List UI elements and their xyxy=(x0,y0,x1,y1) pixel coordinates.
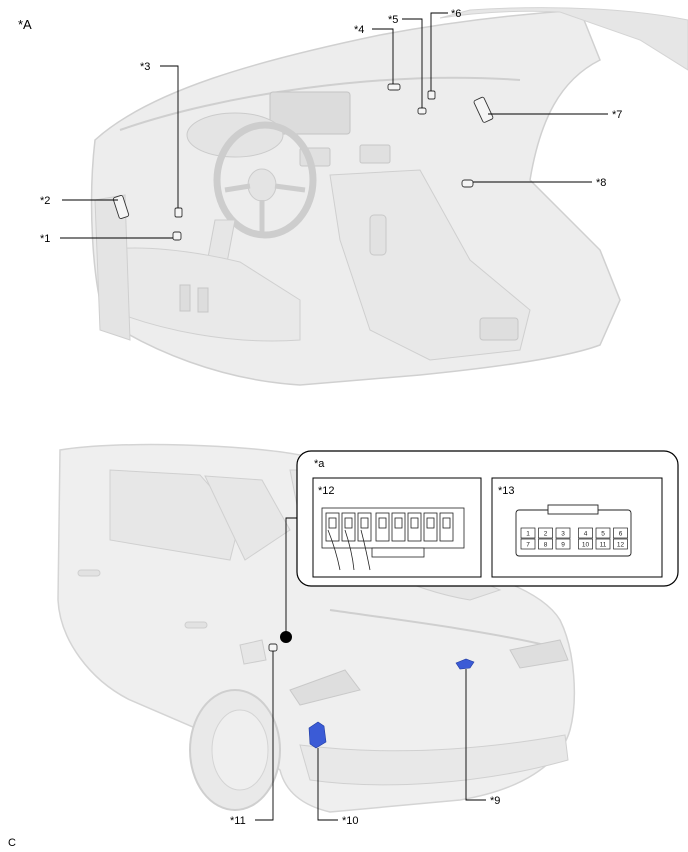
connector-13-pin-cell xyxy=(520,538,536,550)
connector-13-pin-cell xyxy=(613,527,628,539)
part-3 xyxy=(174,207,183,218)
connector-13-pin-number: 12 xyxy=(617,542,625,549)
part-5 xyxy=(417,107,427,115)
steering-wheel xyxy=(213,121,317,239)
part-4 xyxy=(387,83,401,91)
part-9 xyxy=(455,658,475,670)
part-11 xyxy=(268,643,278,652)
connector-13-pin-cell xyxy=(538,527,553,539)
view-label-a: *A xyxy=(18,17,32,32)
steering-spoke-left xyxy=(224,183,251,193)
rear-wheel-rim xyxy=(211,709,269,791)
callout-8: *8 xyxy=(596,177,606,189)
connector-13-pin-number: 6 xyxy=(619,531,623,538)
connector-13-pin-number: 8 xyxy=(544,542,548,549)
part-2 xyxy=(112,195,130,219)
part-7 xyxy=(473,96,494,123)
connector-13-lock xyxy=(547,504,599,515)
side-window-rear xyxy=(204,475,291,561)
left-kick-panel xyxy=(94,194,131,341)
steering-spoke-right xyxy=(274,183,306,193)
interior-leaders xyxy=(60,12,608,239)
trunk-line xyxy=(329,609,546,646)
callout-1: *1 xyxy=(40,233,50,245)
connector-13-pin-cell xyxy=(555,538,571,550)
fuel-door xyxy=(239,639,267,665)
connector-13-pin-number: 1 xyxy=(526,531,530,538)
connector-13-pin-number: 10 xyxy=(582,542,590,549)
rear-vehicle-view: *9 *10 *11 xyxy=(57,443,576,827)
steering-hub xyxy=(247,168,277,202)
connector-13-pin-cell xyxy=(578,527,593,539)
tail-lamp-left xyxy=(289,669,361,706)
door-handle-rear xyxy=(184,621,208,629)
tail-lamp-right xyxy=(509,639,569,669)
part-1 xyxy=(172,231,182,241)
dash-upper-line xyxy=(119,76,521,131)
connector-13-pin-number: 2 xyxy=(544,531,548,538)
center-vent-right xyxy=(359,144,391,164)
callout-5: *5 xyxy=(388,14,398,26)
connector-13-pin-cell xyxy=(538,538,553,550)
callout-9: *9 xyxy=(490,795,500,807)
callout-13: *13 xyxy=(498,485,515,497)
connector-13-pin-cell xyxy=(578,538,593,550)
rear-bumper xyxy=(299,734,569,786)
figure-footer-code: C xyxy=(8,837,16,849)
connector-13-pin-number: 3 xyxy=(561,531,565,538)
connector-13-pin-number: 4 xyxy=(584,531,588,538)
callout-12: *12 xyxy=(318,485,335,497)
connector-12 xyxy=(321,507,465,571)
connector-13-pin-number: 5 xyxy=(601,531,605,538)
inset-label: *a xyxy=(314,458,325,470)
interior-view: *A *3 *2 *1 *4 *5 *6 *7 *8 xyxy=(18,7,688,386)
connector-13-pin-cell xyxy=(520,527,536,539)
rear-leaders xyxy=(255,517,486,821)
pedal-1 xyxy=(179,284,191,312)
part-10 xyxy=(308,721,327,749)
callout-7: *7 xyxy=(612,109,622,121)
callout-11: *11 xyxy=(230,815,246,827)
rear-console-vent xyxy=(479,317,519,341)
center-display xyxy=(269,91,351,135)
connector-13-pin-number: 7 xyxy=(526,542,530,549)
callout-10: *10 xyxy=(342,815,359,827)
callout-2: *2 xyxy=(40,195,50,207)
part-8 xyxy=(461,179,474,188)
connector-13-pin-number: 11 xyxy=(600,542,607,549)
connector-13-pin-cell xyxy=(595,527,611,539)
callout-3: *3 xyxy=(140,61,150,73)
connector-13-pin-cell xyxy=(555,527,571,539)
callout-4: *4 xyxy=(354,24,364,36)
part-6 xyxy=(427,90,436,100)
pedal-2 xyxy=(197,287,209,313)
connector-13-pin-cell xyxy=(613,538,628,550)
shift-lever xyxy=(369,214,387,256)
connector-12-latch xyxy=(371,547,425,558)
connector-13-pin-cell xyxy=(595,538,611,550)
connector-13-pin-number: 9 xyxy=(561,542,565,549)
door-handle-front xyxy=(77,569,101,577)
callout-6: *6 xyxy=(451,8,461,20)
